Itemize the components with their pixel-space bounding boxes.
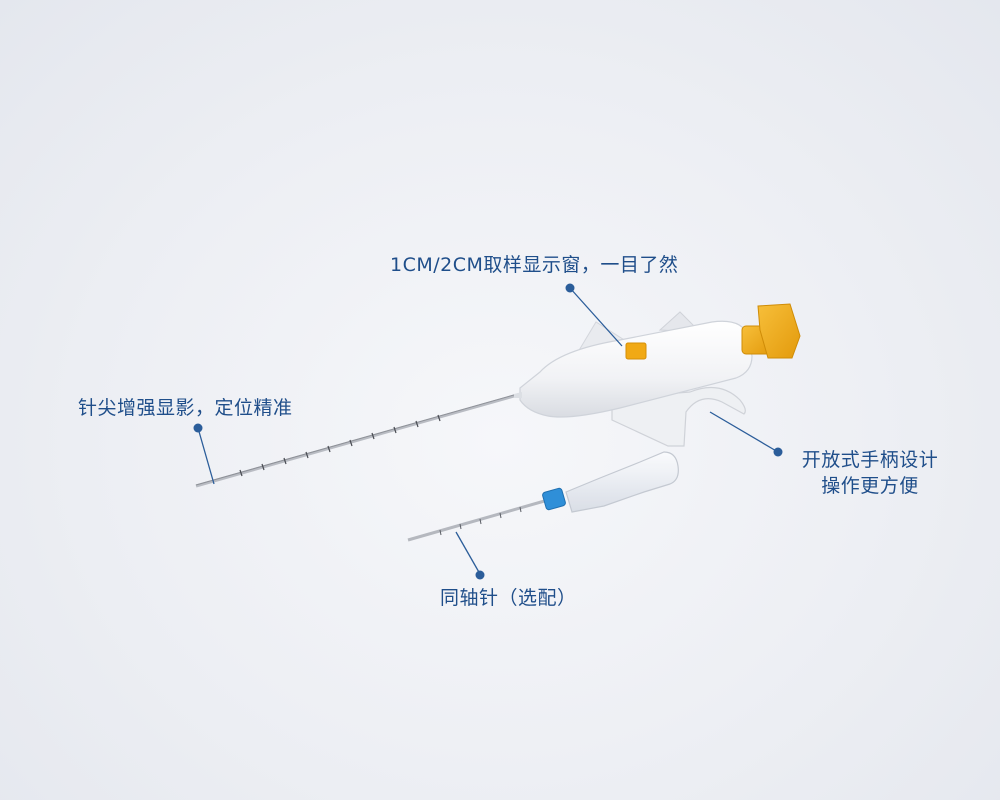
needle-shaft-edge	[195, 390, 529, 486]
leader-coaxial-dot	[475, 570, 485, 580]
coaxial-needle	[407, 451, 679, 542]
coaxial-hub-blue	[542, 487, 566, 511]
open-finger-grip	[611, 386, 746, 447]
callout-coaxial-needle: 同轴针（选配）	[440, 587, 577, 609]
leader-window-dot	[565, 283, 575, 293]
plunger-cap	[757, 303, 801, 359]
callout-sampling-window: 1CM/2CM取样显示窗，一目了然	[390, 254, 679, 276]
biopsy-needle	[195, 390, 529, 488]
leader-window	[569, 287, 623, 347]
handle-body	[519, 320, 753, 418]
callout-open-handle: 开放式手柄设计 操作更方便	[782, 447, 958, 499]
callout-needle-tip: 针尖增强显影，定位精准	[78, 397, 293, 419]
needle-collar	[514, 392, 522, 398]
leader-lines	[193, 283, 783, 580]
leader-coaxial	[455, 531, 481, 575]
plunger	[741, 303, 801, 359]
coaxial-scale-marks	[439, 506, 522, 536]
leader-tip	[197, 427, 215, 485]
coaxial-hub-clear	[565, 451, 679, 513]
leader-handle	[709, 411, 779, 453]
leader-tip-dot	[193, 423, 203, 433]
callout-open-handle-line1: 开放式手柄设计	[801, 449, 939, 471]
needle-shaft	[195, 390, 529, 488]
sampling-window	[625, 342, 647, 360]
callout-open-handle-line2: 操作更方便	[821, 475, 919, 497]
needle-scale-marks	[239, 414, 441, 477]
coaxial-shaft	[407, 498, 549, 542]
leader-handle-dot	[773, 447, 783, 457]
